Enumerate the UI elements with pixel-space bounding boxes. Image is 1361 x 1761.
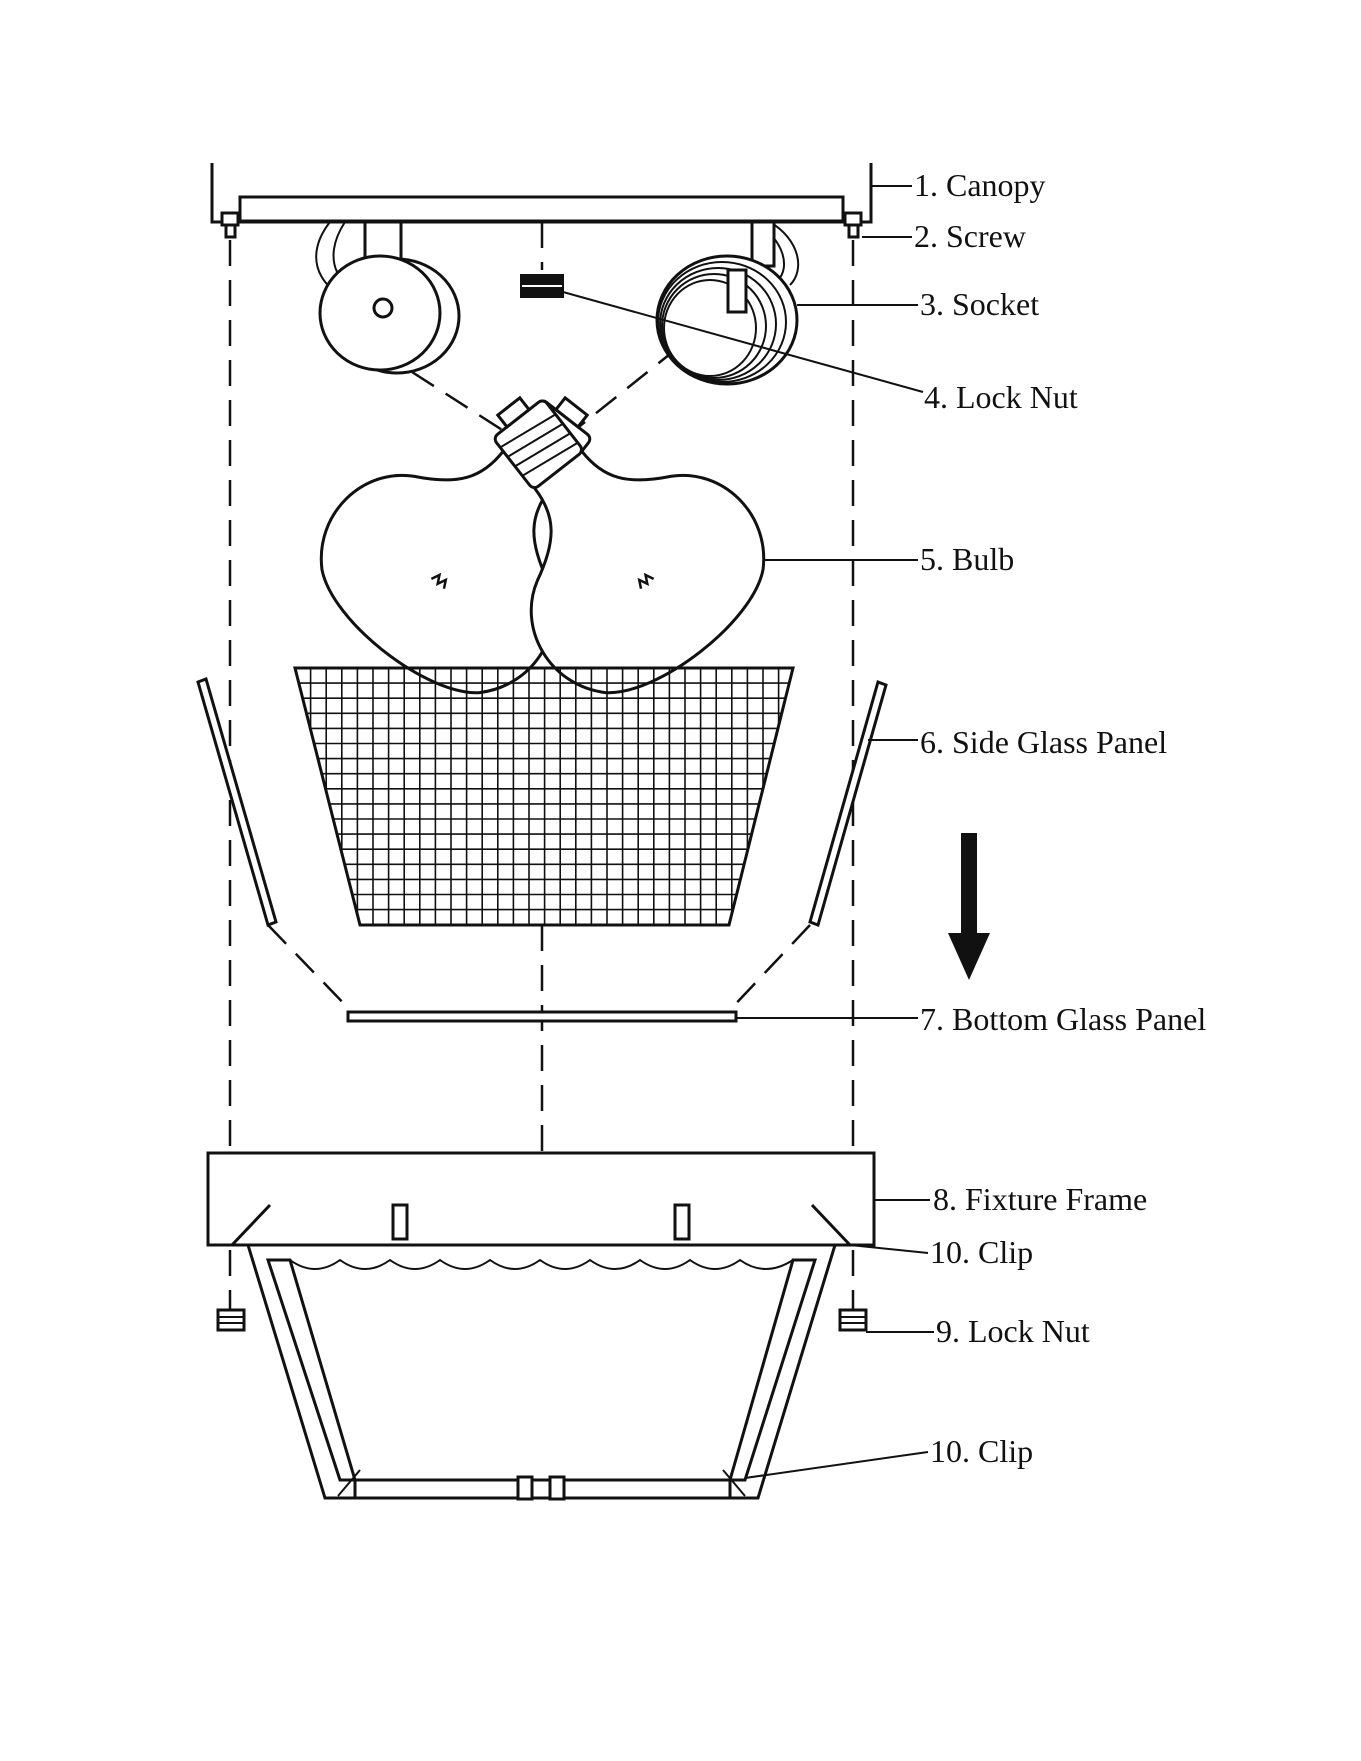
label-side-glass-panel: 6. Side Glass Panel <box>920 724 1167 760</box>
label-bulb: 5. Bulb <box>920 541 1014 577</box>
label-lock-nut-bottom: 9. Lock Nut <box>936 1313 1090 1349</box>
canopy <box>212 163 871 222</box>
label-screw: 2. Screw <box>914 218 1026 254</box>
label-clip-upper: 10. Clip <box>930 1234 1033 1270</box>
label-canopy: 1. Canopy <box>914 167 1046 203</box>
fixture-frame <box>208 1153 874 1245</box>
label-socket: 3. Socket <box>920 286 1039 322</box>
assembly-guide-lines <box>230 222 853 1310</box>
bottom-glass-panel <box>348 1012 736 1021</box>
socket-left <box>316 222 459 373</box>
wire-guard-grid <box>280 668 800 925</box>
screw-right <box>845 213 861 237</box>
lock-nut-bottom-right <box>840 1310 866 1330</box>
label-lock-nut-top: 4. Lock Nut <box>924 379 1078 415</box>
part-labels: 1. Canopy 2. Screw 3. Socket 4. Lock Nut… <box>914 167 1206 1469</box>
label-fixture-frame: 8. Fixture Frame <box>933 1181 1147 1217</box>
side-glass-panel-right <box>810 682 886 925</box>
label-bottom-glass-panel: 7. Bottom Glass Panel <box>920 1001 1206 1037</box>
lock-nut-bottom-left <box>218 1310 244 1330</box>
screw-left <box>222 213 238 237</box>
lower-shade <box>248 1245 835 1499</box>
arrow-down-icon <box>948 833 990 980</box>
lock-nut-top <box>520 274 564 298</box>
label-clip-lower: 10. Clip <box>930 1433 1033 1469</box>
side-glass-panel-left <box>198 679 276 925</box>
socket-right <box>657 222 798 384</box>
